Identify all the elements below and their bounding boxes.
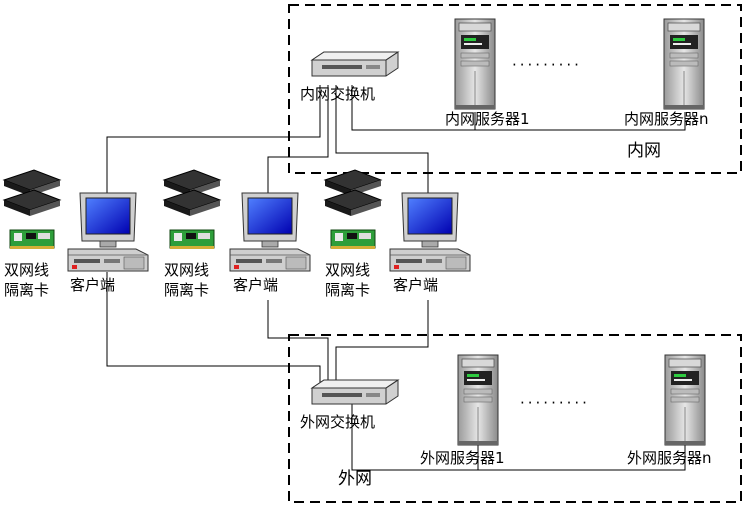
isolation-card-icon-2 <box>163 169 221 250</box>
outer-zone-boundary <box>288 334 742 503</box>
outer-switch-icon <box>311 379 399 405</box>
isolation-card-label-1-line2: 隔离卡 <box>4 281 49 299</box>
connection-lines <box>106 85 686 471</box>
inner-server-n-label: 内网服务器n <box>624 110 709 128</box>
inner-server-1-icon <box>454 18 496 110</box>
outer-server-1-label: 外网服务器1 <box>420 449 505 467</box>
isolation-card-label-2-line2: 隔离卡 <box>164 281 209 299</box>
inner-server-n-icon <box>663 18 705 110</box>
isolation-card-label-3-line2: 隔离卡 <box>325 281 370 299</box>
client-2-label: 客户端 <box>233 276 278 294</box>
isolation-card-label-1-line1: 双网线 <box>4 261 49 279</box>
outer-server-n-icon <box>664 354 706 446</box>
isolation-card-label-2-line1: 双网线 <box>164 261 209 279</box>
link-inner-client1 <box>106 85 321 193</box>
inner-zone-boundary <box>288 4 742 174</box>
link-inner-client3 <box>335 85 429 193</box>
client-1-label: 客户端 <box>70 276 115 294</box>
link-inner-switch-servers <box>351 85 686 131</box>
isolation-card-label-3-line1: 双网线 <box>325 261 370 279</box>
outer-server-1-icon <box>457 354 499 446</box>
outer-servers-ellipsis: ········· <box>520 394 590 412</box>
inner-zone-label: 内网 <box>627 141 661 161</box>
isolation-card-icon-3 <box>324 169 382 250</box>
link-outer-switch-servers <box>351 404 686 471</box>
inner-servers-ellipsis: ········· <box>512 56 582 74</box>
link-outer-client2 <box>267 300 329 388</box>
inner-switch-icon <box>311 51 399 77</box>
outer-switch-label: 外网交换机 <box>300 413 375 431</box>
client-3-label: 客户端 <box>393 276 438 294</box>
outer-zone-label: 外网 <box>338 469 372 489</box>
isolation-card-icon-1 <box>3 169 61 250</box>
inner-server-1-label: 内网服务器1 <box>445 110 530 128</box>
link-inner-client2 <box>267 85 329 193</box>
outer-server-n-label: 外网服务器n <box>627 449 712 467</box>
client-3-icon <box>389 192 471 272</box>
link-outer-client1 <box>106 272 321 388</box>
client-1-icon <box>67 192 149 272</box>
client-2-icon <box>229 192 311 272</box>
link-outer-client3 <box>335 300 429 388</box>
inner-switch-label: 内网交换机 <box>300 85 375 103</box>
